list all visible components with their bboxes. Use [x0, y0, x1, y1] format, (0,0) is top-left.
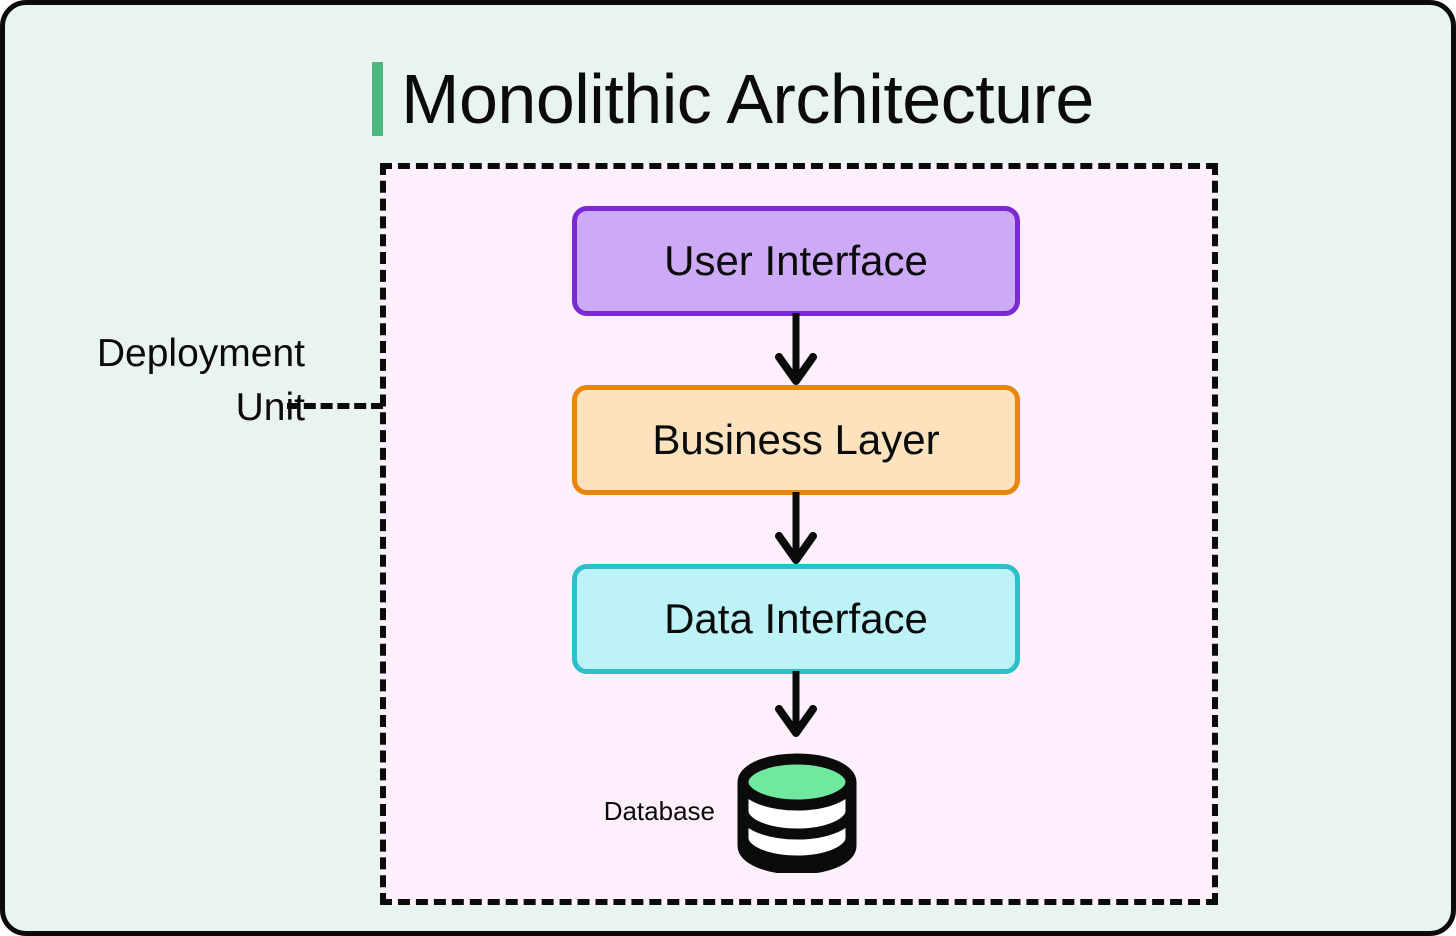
layer-label-business-layer: Business Layer	[652, 416, 940, 463]
title-accent-bar	[372, 62, 384, 136]
deployment-unit-label-line2: Unit	[235, 385, 305, 429]
arrow-business-layer-to-data-interface	[775, 492, 817, 566]
database-label: Database	[603, 796, 715, 826]
layer-box-user-interface[interactable]: User Interface	[572, 206, 1020, 316]
layer-box-business-layer[interactable]: Business Layer	[572, 385, 1020, 495]
deployment-unit-leader-line	[287, 403, 383, 409]
layer-box-data-interface[interactable]: Data Interface	[572, 564, 1020, 674]
page-title-text: Monolithic Architecture	[401, 60, 1094, 138]
layer-label-user-interface: User Interface	[664, 237, 928, 284]
deployment-unit-label-line1: Deployment	[96, 332, 305, 375]
arrow-data-interface-to-database	[775, 671, 817, 739]
arrow-user-interface-to-business-layer	[775, 313, 817, 387]
layer-label-data-interface: Data Interface	[664, 595, 928, 642]
page-title: Monolithic Architecture	[5, 49, 1451, 149]
database-cylinder-icon	[732, 749, 862, 873]
deployment-unit-label: Deployment Unit	[25, 327, 305, 435]
